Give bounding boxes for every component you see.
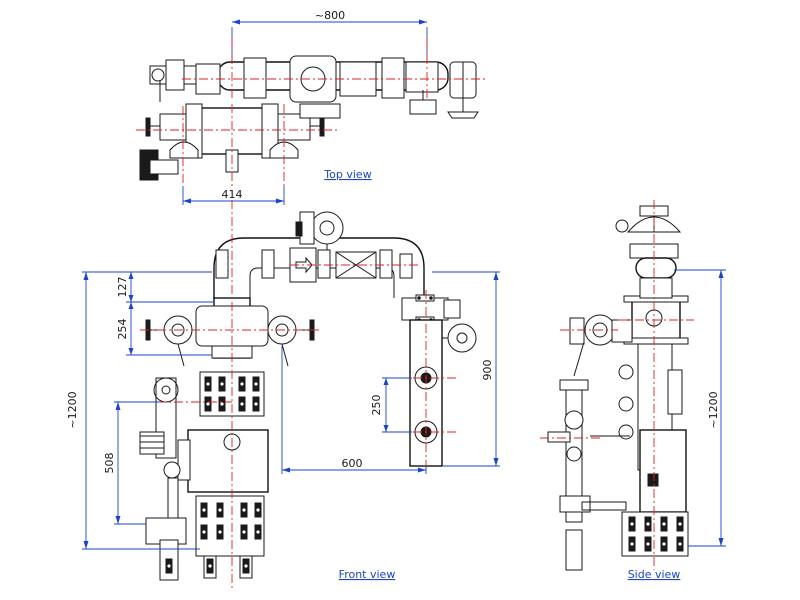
front-dimension-254: 254 [116, 302, 212, 356]
front-900-label: 900 [481, 360, 494, 381]
front-view: ~1200 127 254 508 [66, 200, 500, 590]
front-view-label: Front view [339, 568, 396, 581]
front-dimension-900: 900 [432, 271, 500, 467]
top-view: ~800 [136, 9, 486, 205]
side-dimension-height: ~1200 [674, 269, 726, 547]
front-127-label: 127 [116, 277, 129, 298]
front-dimension-height: ~1200 [66, 271, 212, 550]
side-view: ~1200 Side view [540, 200, 726, 581]
front-dimension-250: 250 [370, 377, 412, 433]
front-508-label: 508 [103, 453, 116, 474]
side-height-label: ~1200 [707, 391, 720, 428]
top-width-label: ~800 [315, 9, 345, 22]
top-dimension-width: ~800 [231, 9, 428, 62]
front-height-label: ~1200 [66, 391, 79, 428]
front-dimension-600: 600 [281, 346, 427, 474]
front-dimension-127: 127 [116, 272, 214, 303]
front-flange-stack-lower [195, 495, 265, 579]
front-254-label: 254 [116, 319, 129, 340]
front-250-label: 250 [370, 395, 383, 416]
top-offset-label: 414 [222, 188, 243, 201]
side-flange-stack [621, 511, 689, 557]
side-pipe-assembly [547, 205, 689, 571]
front-pipe-assembly [139, 211, 477, 581]
top-dimension-414: 414 [182, 186, 285, 205]
top-view-label: Top view [323, 168, 371, 181]
front-dimension-508: 508 [103, 401, 160, 525]
side-view-label: Side view [628, 568, 681, 581]
front-600-label: 600 [342, 457, 363, 470]
